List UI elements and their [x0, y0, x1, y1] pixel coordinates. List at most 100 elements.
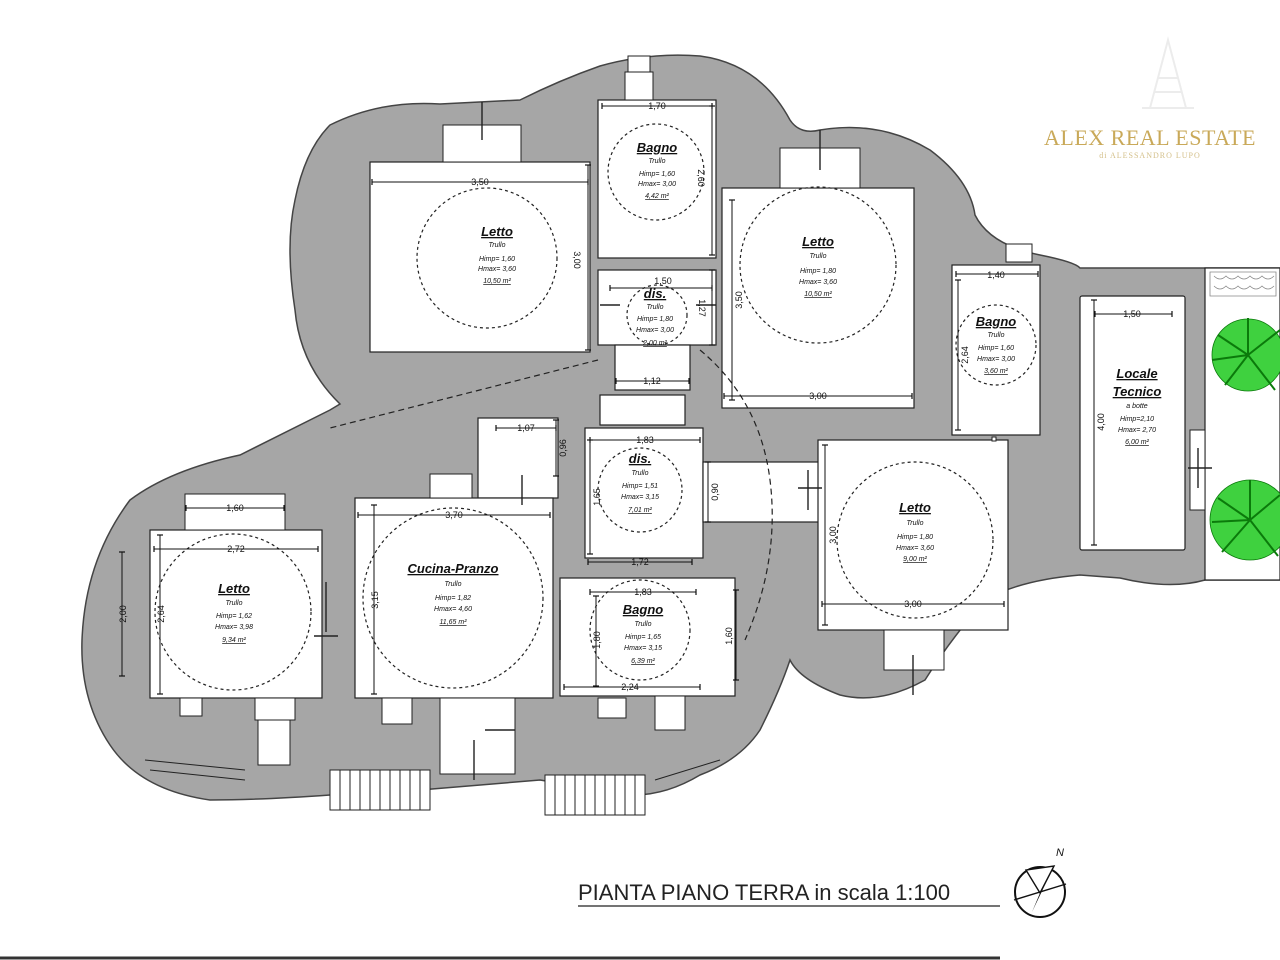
- letto-4-interior: [149, 529, 323, 699]
- room-himp: Himp= 1,60: [479, 256, 515, 263]
- room-roof: Trullo: [632, 470, 649, 477]
- dis-2-interior: [584, 427, 704, 559]
- locale-tecnico-interior: [1079, 295, 1186, 551]
- room-name: dis.: [644, 286, 666, 301]
- room-hmax: Hmax= 3,00: [977, 356, 1015, 363]
- room-hmax: Hmax= 4,60: [434, 606, 472, 613]
- room-cucina-pranzo: Cucina-Pranzo Trullo Himp= 1,82 Hmax= 4,…: [407, 561, 498, 626]
- window-bars: [314, 102, 1212, 780]
- room-letto-2: Letto Trullo Himp= 1,80 Hmax= 3,60 10,50…: [799, 234, 837, 298]
- room-hmax: Hmax= 3,00: [636, 327, 674, 334]
- room-roof: Trullo: [489, 242, 506, 249]
- room-name: Cucina-Pranzo: [407, 561, 498, 576]
- room-himp: Himp= 1,82: [435, 595, 471, 602]
- dim-label: 1,60: [226, 503, 244, 513]
- room-himp: Himp=2,10: [1120, 416, 1154, 423]
- north-arrow-icon: N: [1013, 847, 1067, 918]
- dim-label: 2,60: [696, 169, 706, 187]
- room-dis-1: dis. Trullo Himp= 1,80 Hmax= 3,00 2,00 m…: [636, 286, 674, 347]
- dim-label: 1,70: [648, 101, 666, 111]
- room-area: 11,65 m²: [439, 619, 467, 626]
- room-name: Letto: [802, 234, 834, 249]
- room-interiors: [149, 99, 1280, 699]
- dim-label: 1,83: [634, 587, 652, 597]
- letto-2-interior: [721, 187, 915, 409]
- dim-label: 1,60: [724, 627, 734, 645]
- room-himp: Himp= 1,80: [897, 534, 933, 541]
- plan-caption: PIANTA PIANO TERRA in scala 1:100: [578, 880, 1000, 907]
- dim-label: 1,83: [636, 435, 654, 445]
- room-bagno-1: Bagno Trullo Himp= 1,60 Hmax= 3,00 4,42 …: [637, 140, 678, 200]
- dim-label: 1,50: [1123, 309, 1141, 319]
- brand-name: ALEX REAL ESTATE: [1044, 125, 1256, 150]
- room-hmax: Hmax= 2,70: [1118, 427, 1156, 434]
- room-roof: Trullo: [810, 253, 827, 260]
- dim-label: 4,00: [1096, 413, 1106, 431]
- room-himp: Himp= 1,62: [216, 613, 252, 620]
- brand-logo: ALEX REAL ESTATE di ALESSANDRO LUPO: [1044, 36, 1256, 160]
- letto-3-interior: [817, 439, 1009, 631]
- dim-label: 3,15: [370, 591, 380, 609]
- room-hmax: Hmax= 3,60: [896, 545, 934, 552]
- dim-label: 3,00: [828, 526, 838, 544]
- room-area: 7,01 m²: [628, 507, 652, 514]
- north-label: N: [1056, 847, 1064, 859]
- entry-passage: [599, 394, 686, 426]
- room-roof: Trullo: [907, 520, 924, 527]
- dim-label: 1,40: [987, 270, 1005, 280]
- cucina-interior: [354, 497, 554, 699]
- dim-label: 3,00: [572, 251, 582, 269]
- passage-right: [702, 461, 824, 523]
- room-locale-tecnico: Locale Tecnico a botte Himp=2,10 Hmax= 2…: [1113, 366, 1162, 446]
- dome-circles: [154, 123, 1037, 691]
- dim-label: 1,65: [592, 488, 602, 506]
- room-name: Letto: [899, 500, 931, 515]
- room-area: 10,50 m²: [483, 278, 511, 285]
- dim-label: 0,96: [558, 439, 568, 457]
- trullo-logo-icon: [1142, 36, 1194, 109]
- garden-hatch: [1209, 271, 1277, 297]
- room-roof: Trullo: [226, 600, 243, 607]
- room-himp: Himp= 1,65: [625, 634, 661, 641]
- door-swings: [329, 349, 773, 641]
- dimension-lines: [119, 103, 1173, 695]
- room-hmax: Hmax= 3,98: [215, 624, 253, 631]
- stairs: [144, 759, 721, 816]
- dim-label: 1,27: [697, 299, 707, 317]
- dim-label: 1,50: [654, 276, 672, 286]
- room-roof: Trullo: [647, 304, 664, 311]
- dim-label: 3,50: [471, 177, 489, 187]
- dim-label: 2,64: [960, 346, 970, 364]
- room-roof: a botte: [1126, 403, 1148, 410]
- room-name: Locale: [1116, 366, 1157, 381]
- room-himp: Himp= 1,60: [639, 171, 675, 178]
- dim-label: 3,00: [904, 599, 922, 609]
- room-name: Bagno: [623, 602, 664, 617]
- room-letto-3: Letto Trullo Himp= 1,80 Hmax= 3,60 9,00 …: [896, 500, 934, 563]
- dim-label: 3,70: [445, 510, 463, 520]
- letto-1-interior: [369, 161, 591, 353]
- room-name: Letto: [481, 224, 513, 239]
- room-area: 6,39 m²: [631, 658, 655, 665]
- room-himp: Himp= 1,51: [622, 483, 658, 490]
- dimension-labels: 3,50 3,00 1,70 2,60 1,50 1,27 1,12 3,50 …: [118, 101, 1141, 692]
- room-area: 6,00 m²: [1125, 439, 1149, 446]
- room-bagno-2: Bagno Trullo Himp= 1,60 Hmax= 3,00 3,60 …: [976, 314, 1017, 375]
- dim-label: 1,07: [517, 423, 535, 433]
- bagno-3-interior: [559, 577, 736, 697]
- room-roof: Trullo: [635, 621, 652, 628]
- room-hmax: Hmax= 3,00: [638, 181, 676, 188]
- room-hmax: Hmax= 3,15: [621, 494, 659, 501]
- room-area: 4,42 m²: [645, 193, 669, 200]
- passage-small: [477, 417, 559, 499]
- dim-label: 1,72: [631, 557, 649, 567]
- dim-label: 2,24: [621, 682, 639, 692]
- room-hmax: Hmax= 3,60: [799, 279, 837, 286]
- bagno-1-interior: [597, 99, 717, 259]
- tree-icon: [1211, 318, 1280, 392]
- dim-label: 3,00: [809, 391, 827, 401]
- dim-label: 3,50: [734, 291, 744, 309]
- dim-label: 2,00: [118, 605, 128, 623]
- dis-1-interior: [597, 269, 717, 346]
- room-himp: Himp= 1,80: [637, 316, 673, 323]
